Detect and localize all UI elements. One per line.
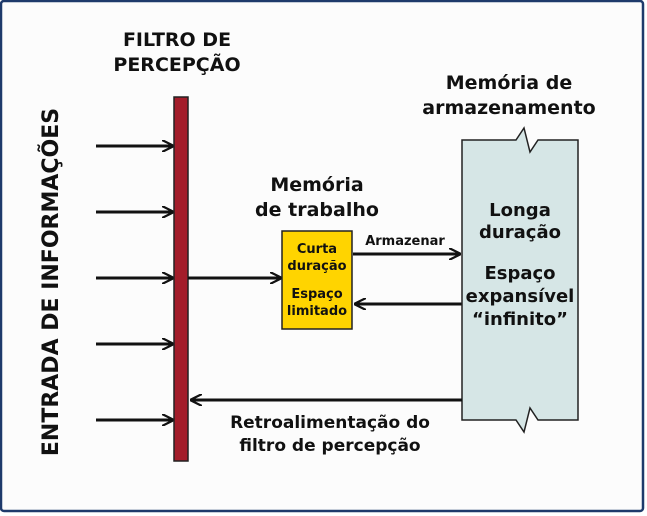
input-label: ENTRADA DE INFORMAÇÕES xyxy=(38,108,64,456)
storage-box-line1: Longa xyxy=(489,200,551,221)
storage-memory-title-line2: armazenamento xyxy=(422,97,595,119)
filter-title-line2: PERCEPÇÃO xyxy=(113,52,240,76)
working-memory-box xyxy=(281,230,353,330)
perception-filter-bar xyxy=(173,96,189,462)
working-box-line2: duração xyxy=(287,259,346,274)
feedback-label-line1: Retroalimentação do xyxy=(230,413,430,433)
storage-box-line3: Espaço xyxy=(484,263,555,284)
storage-box-line4: expansível xyxy=(466,286,575,307)
storage-box-line5: “infinito” xyxy=(472,309,568,330)
working-memory-title-line2: de trabalho xyxy=(255,199,379,221)
working-box-line1: Curta xyxy=(297,242,337,257)
storage-memory-title-line1: Memória de xyxy=(446,72,572,94)
feedback-label-line2: filtro de percepção xyxy=(239,436,420,456)
store-arrow-label: Armazenar xyxy=(365,234,445,249)
input-arrows xyxy=(96,146,173,420)
filter-title-line1: FILTRO DE xyxy=(123,29,231,51)
storage-memory-box xyxy=(461,126,579,434)
storage-box-line2: duração xyxy=(479,222,561,243)
working-box-line3: Espaço xyxy=(291,287,342,302)
working-memory-title-line1: Memória xyxy=(270,174,363,196)
working-box-line4: limitado xyxy=(287,304,347,319)
